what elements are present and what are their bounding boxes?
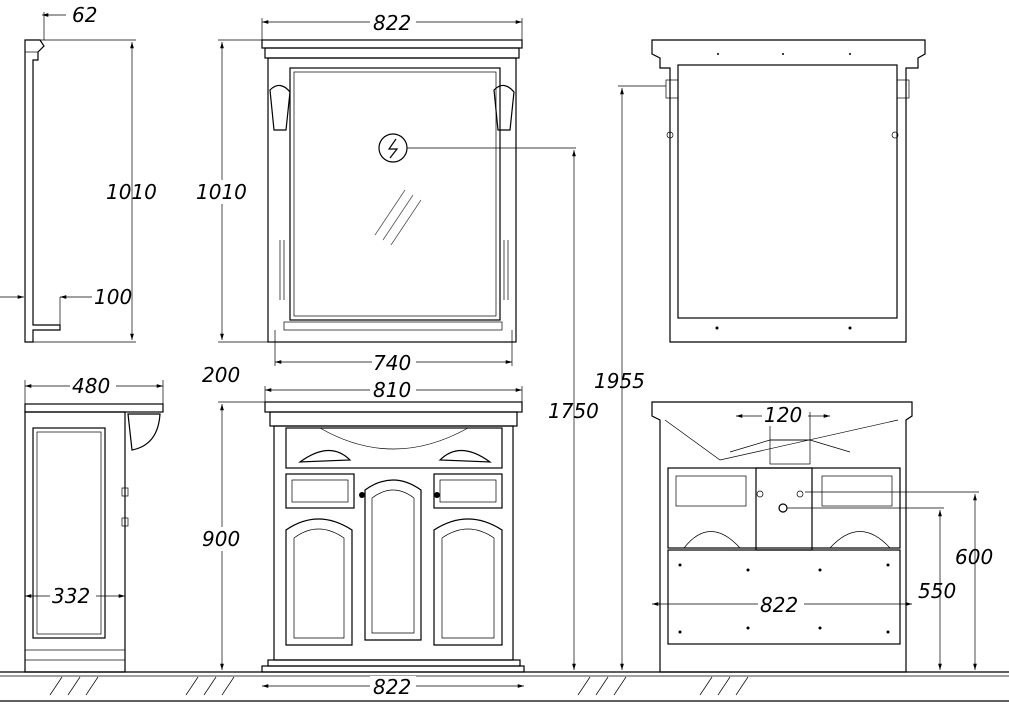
dim-back-width: 822 xyxy=(760,593,798,617)
dim-outlet-low: 550 xyxy=(918,579,956,603)
dim-mirror-height-side: 1010 xyxy=(106,180,157,204)
electric-socket-icon xyxy=(378,133,408,163)
dim-outlet-high: 600 xyxy=(955,545,993,569)
mirror-back-view: 1955 xyxy=(594,39,926,670)
dim-cabinet-inner-depth: 332 xyxy=(52,584,90,608)
cabinet-side-view: 480 332 xyxy=(24,374,164,673)
dim-base-width: 822 xyxy=(373,675,411,699)
mirror-side-view: 62 1010 100 xyxy=(0,3,157,343)
dim-top-width: 810 xyxy=(373,378,411,402)
dim-gap: 200 xyxy=(202,363,240,387)
mirror-front-view: 1750 822 1010 740 200 xyxy=(194,10,599,670)
dim-cabinet-depth: 480 xyxy=(72,374,110,398)
dim-cabinet-height: 900 xyxy=(202,527,240,551)
cabinet-front-view: 810 900 822 xyxy=(200,378,525,699)
dim-mirror-inner-width: 740 xyxy=(373,351,411,375)
dim-mirror-width: 822 xyxy=(373,11,411,35)
dim-mirror-depth: 62 xyxy=(72,3,97,27)
cabinet-back-view: 120 822 550 600 xyxy=(651,401,993,673)
floor-line xyxy=(0,671,1009,702)
dim-drain-width: 120 xyxy=(764,403,802,427)
dim-mirror-shelf: 100 xyxy=(94,285,132,309)
dim-socket-height: 1750 xyxy=(548,399,599,423)
dim-mirror-height: 1010 xyxy=(196,180,247,204)
dim-total-height: 1955 xyxy=(594,369,645,393)
